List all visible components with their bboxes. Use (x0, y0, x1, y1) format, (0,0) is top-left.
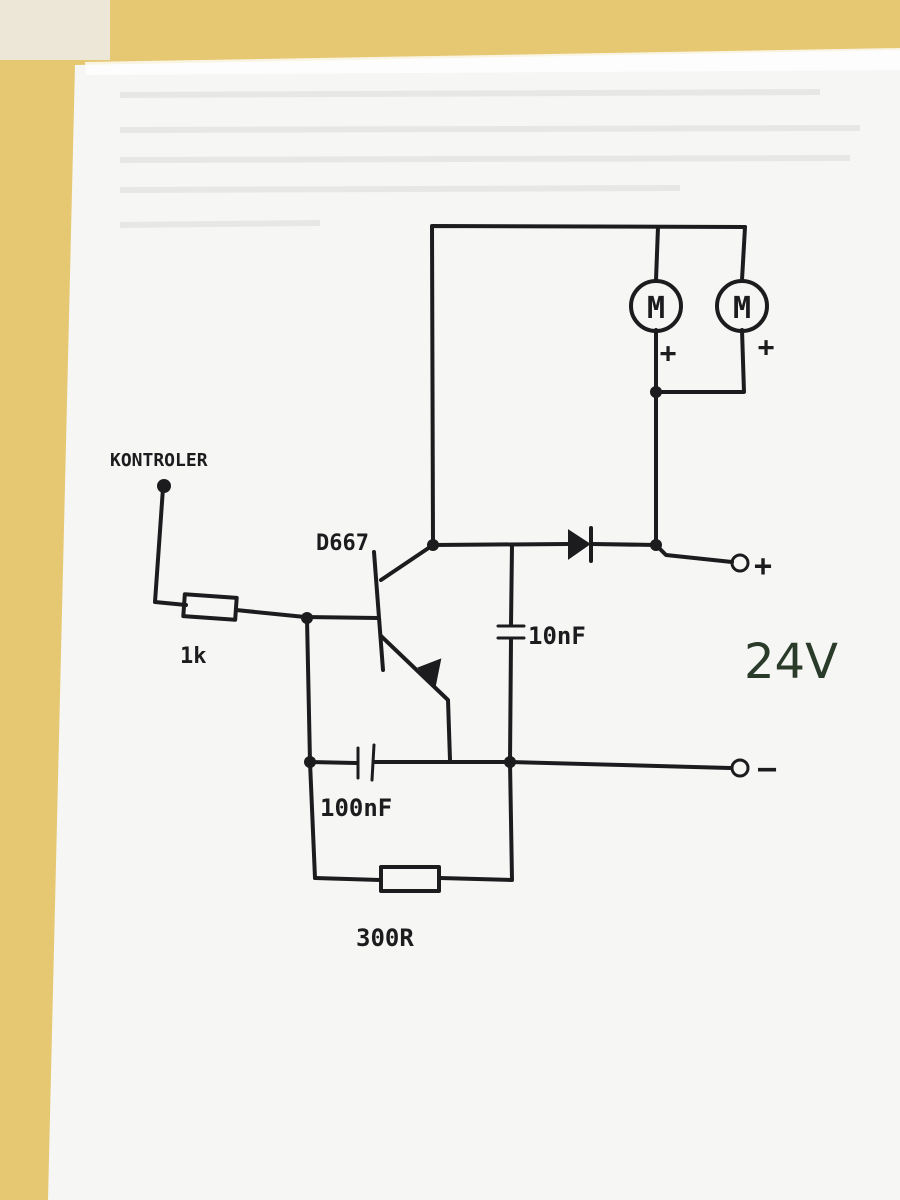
diode-icon (568, 529, 591, 560)
resistor-icon (379, 865, 441, 893)
motor-1-plus: + (660, 336, 677, 369)
show-through-text (119, 89, 861, 228)
wire-cap10-top (509, 543, 514, 627)
capacitor-100nf: 100nF (320, 743, 392, 822)
controller-label: KONTROLER (110, 450, 208, 471)
terminal-plus: + (730, 549, 772, 584)
voltage-label: 24V (744, 634, 838, 690)
resistor-300r-label: 300R (356, 924, 414, 952)
diode (568, 526, 593, 563)
controller-input: KONTROLER (110, 450, 208, 493)
junction-dot-icon (650, 539, 662, 551)
resistor-1k: 1k (180, 592, 239, 669)
terminal-minus-label: — (758, 751, 777, 786)
motor-1-letter: M (647, 291, 665, 326)
junction-dot-icon (650, 386, 662, 398)
wire-motor1-top (654, 225, 660, 282)
motor-2-letter: M (733, 291, 751, 326)
wire-minus-rail (508, 760, 732, 770)
transistor-label: D667 (316, 531, 369, 556)
junction-dot-icon (304, 756, 316, 768)
motor-icon (715, 279, 769, 333)
resistor-icon (181, 592, 239, 622)
wire-controller (153, 486, 188, 607)
capacitor-10nf: 10nF (496, 622, 586, 650)
junction-dots (301, 386, 662, 768)
emitter-arrow-icon (417, 658, 442, 688)
wire-transistor-emitter (379, 634, 452, 762)
wire-cap100-left (308, 760, 358, 765)
motor-2: M + (715, 279, 775, 363)
resistor-1k-label: 1k (180, 644, 207, 669)
terminal-plus-label: + (754, 549, 772, 584)
wire-left-300r (313, 876, 382, 882)
capacitor-plate (370, 743, 376, 782)
terminal-minus: — (730, 751, 777, 786)
paper-sheet (48, 50, 900, 1200)
terminal-icon (730, 553, 750, 573)
terminal-icon (730, 758, 750, 778)
wire-cap10-bottom (508, 638, 513, 764)
wire-diode-node (590, 542, 658, 547)
paper-top-edge (85, 48, 900, 75)
wire-motor2-top (740, 225, 747, 282)
junction-dot-icon (157, 479, 171, 493)
wire-motor2-bottom (654, 328, 746, 394)
wire-right-300r (438, 760, 514, 882)
junction-dot-icon (504, 756, 516, 768)
capacitor-10nf-label: 10nF (528, 622, 586, 650)
paper-corner (0, 0, 110, 60)
transistor-d667: D667 (316, 531, 442, 688)
wires (153, 224, 747, 882)
motor-2-plus: + (758, 330, 775, 363)
motor-icon (629, 279, 683, 333)
resistor-300r: 300R (356, 865, 441, 952)
wire-top-rail (430, 224, 747, 547)
wire-transistor-collector (379, 543, 435, 582)
junction-dot-icon (301, 612, 313, 624)
motor-1: M + (629, 279, 683, 369)
npn-transistor-icon (372, 550, 385, 672)
capacitor-100nf-label: 100nF (320, 794, 392, 822)
junction-dot-icon (427, 539, 439, 551)
wire-collector-diode (431, 542, 570, 547)
